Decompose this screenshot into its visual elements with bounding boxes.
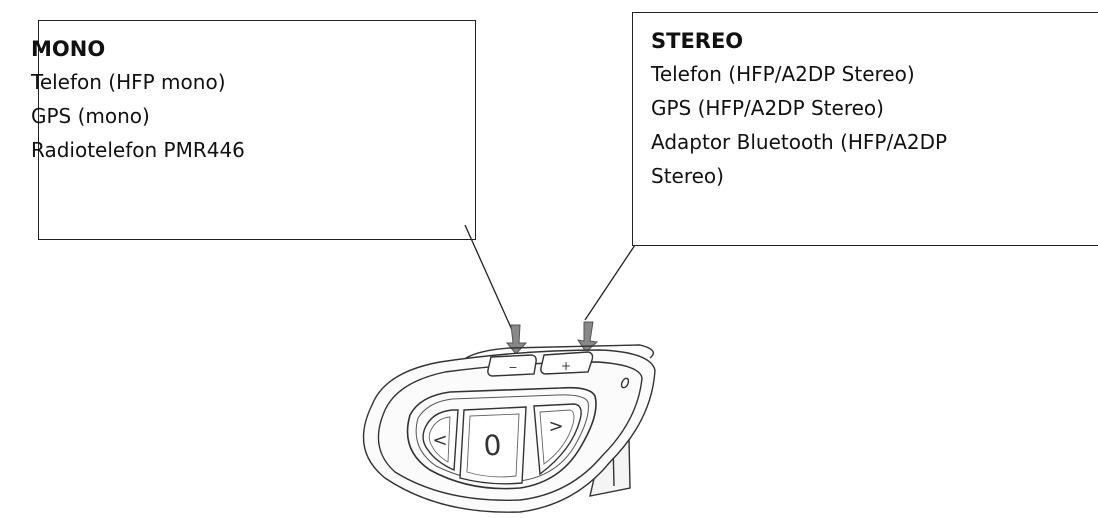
device-inner-shell — [377, 361, 643, 501]
top-ridge — [465, 344, 654, 359]
minus-button[interactable] — [487, 354, 537, 377]
right-button[interactable] — [533, 403, 582, 476]
mono-item-gps: GPS (mono) — [31, 104, 150, 128]
stereo-heading: STEREO — [651, 29, 744, 53]
plus-button[interactable] — [540, 351, 594, 375]
center-button-symbol: 0 — [483, 429, 503, 463]
minus-pointer-arrow — [505, 324, 528, 355]
right-button-inner — [539, 409, 575, 465]
minus-button-symbol: − — [508, 361, 517, 374]
mono-callout-box: MONO Telefon (HFP mono) GPS (mono) Radio… — [31, 20, 476, 240]
stereo-item-adaptor-cont: Stereo) — [651, 164, 724, 188]
mono-heading: MONO — [31, 37, 106, 61]
right-button-symbol: > — [548, 416, 563, 437]
button-panel-frame — [406, 386, 597, 490]
stereo-item-gps: GPS (HFP/A2DP Stereo) — [651, 96, 884, 120]
button-symbols: − + < 0 > — [432, 359, 571, 462]
intercom-device — [362, 344, 656, 513]
stereo-leader-line — [584, 244, 636, 321]
mono-leader-line — [464, 224, 513, 331]
center-button[interactable] — [459, 406, 527, 485]
plus-pointer-arrow — [576, 321, 599, 353]
mono-item-phone: Telefon (HFP mono) — [31, 70, 226, 94]
pointer-arrows — [505, 321, 599, 355]
stereo-item-adaptor: Adaptor Bluetooth (HFP/A2DP — [651, 130, 948, 154]
plus-button-symbol: + — [561, 359, 571, 373]
mono-item-radio: Radiotelefon PMR446 — [31, 138, 245, 162]
center-button-inner — [466, 413, 520, 478]
stereo-callout-box: STEREO Telefon (HFP/A2DP Stereo) GPS (HF… — [632, 12, 1098, 246]
button-panel-inner — [415, 394, 589, 483]
stereo-item-phone: Telefon (HFP/A2DP Stereo) — [651, 62, 915, 86]
left-button-symbol: < — [432, 430, 447, 451]
left-button-inner — [428, 416, 451, 463]
leader-lines — [464, 224, 636, 331]
status-led — [620, 377, 630, 389]
